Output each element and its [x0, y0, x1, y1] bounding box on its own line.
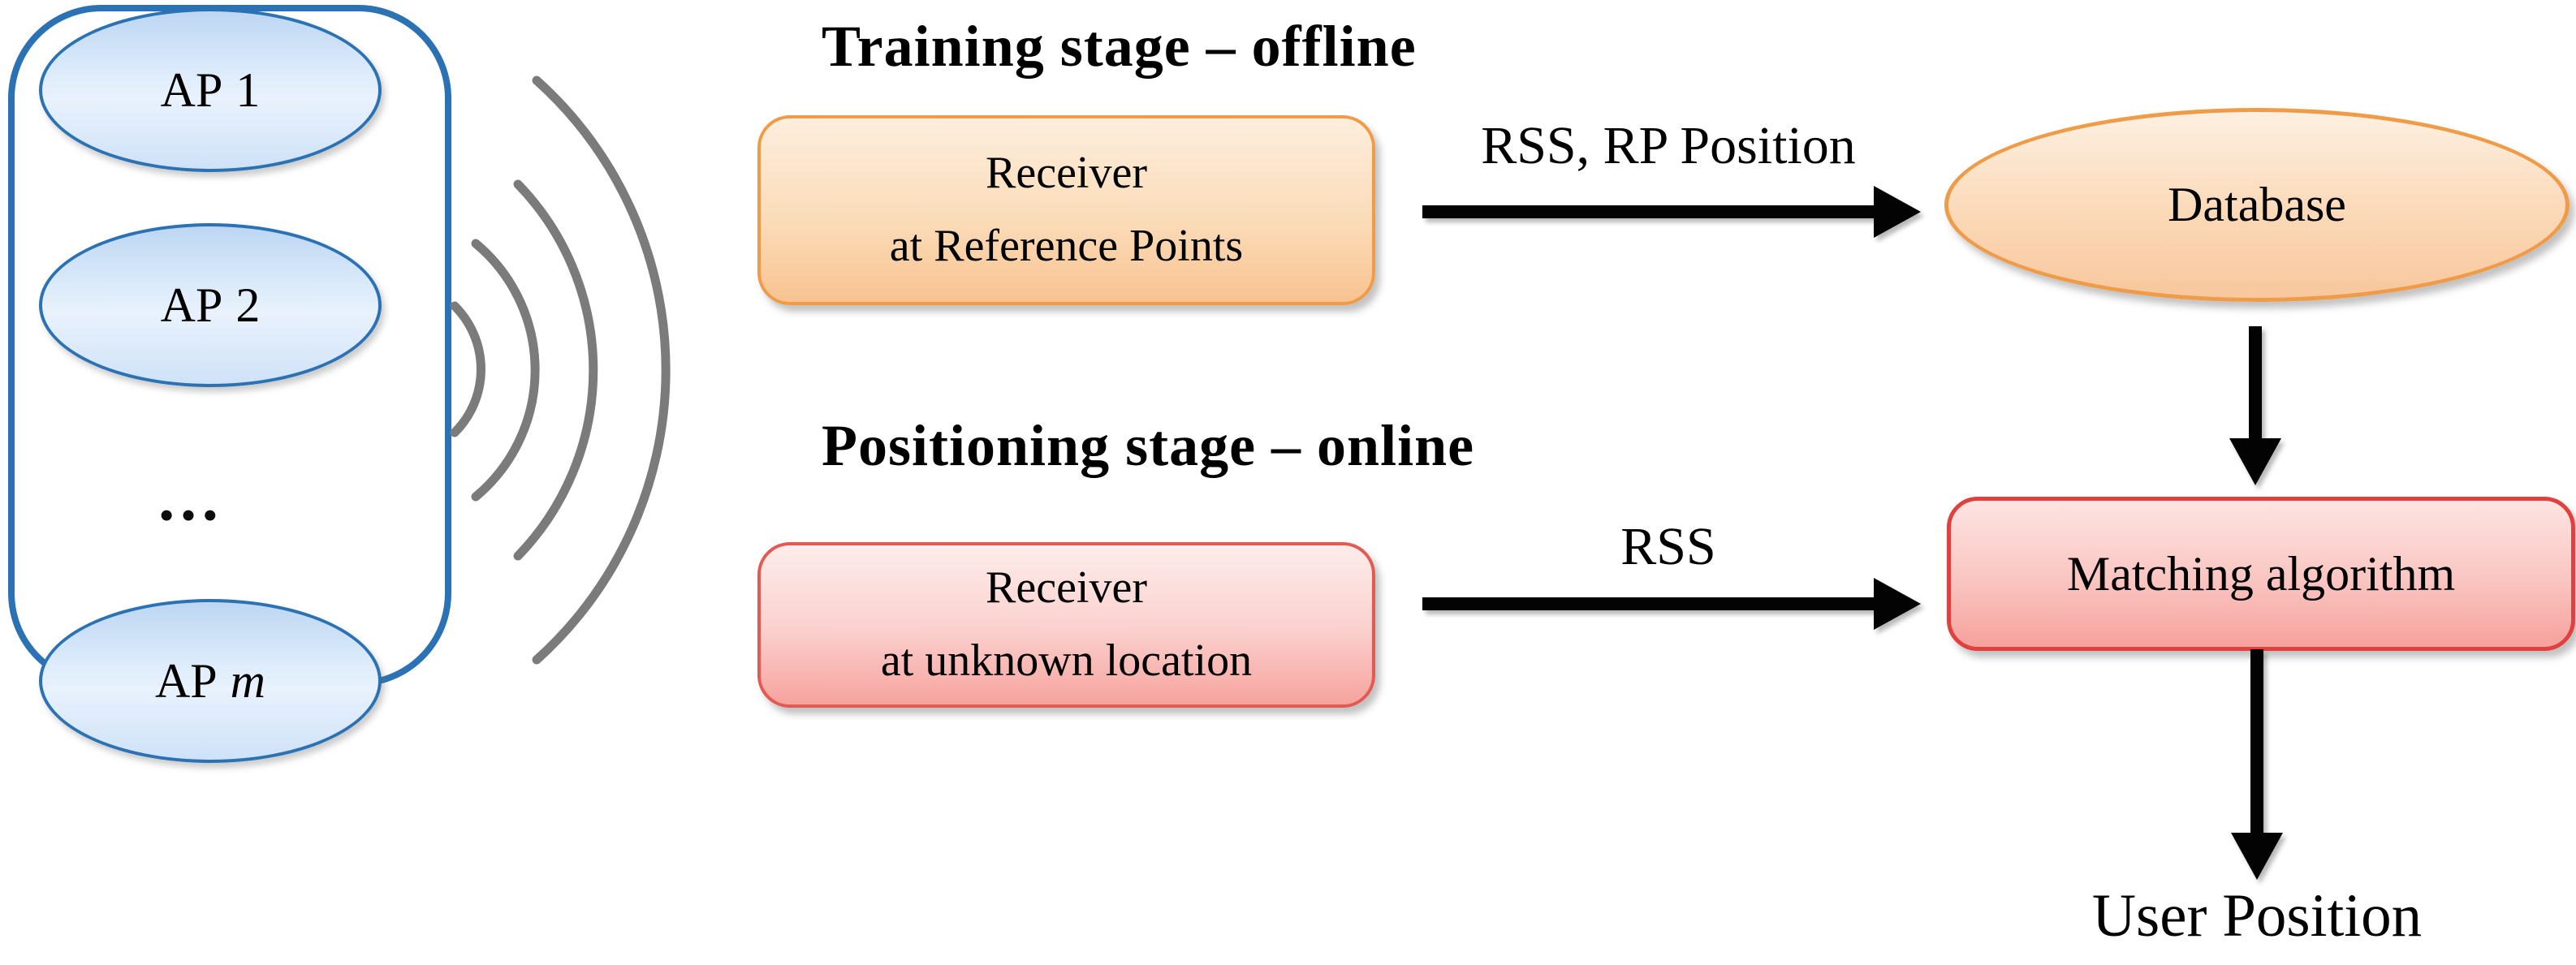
database-label: Database — [2168, 178, 2346, 231]
ap-2-suffix: 2 — [235, 278, 261, 332]
user-position-label: User Position — [2091, 882, 2423, 950]
matching-algorithm-label: Matching algorithm — [2066, 546, 2456, 601]
receiver-reference-points-box: Receiver at Reference Points — [757, 115, 1375, 305]
ap-ellipsis: ••• — [159, 494, 226, 537]
training-stage-heading: Training stage – offline — [822, 14, 1417, 79]
matching-to-user-arrow-head — [2231, 833, 2283, 880]
receiver-unknown-line2: at unknown location — [880, 635, 1253, 686]
ap-1-suffix: 1 — [235, 62, 261, 117]
positioning-stage-heading: Positioning stage – online — [822, 413, 1475, 478]
rss-arrow-shaft — [1422, 597, 1877, 610]
ap-node-1: AP 1 — [39, 8, 382, 172]
matching-to-user-arrow — [2231, 649, 2283, 880]
receiver-reference-line2: at Reference Points — [889, 221, 1244, 271]
receiver-unknown-location-box: Receiver at unknown location — [757, 542, 1375, 708]
rss-label: RSS — [1620, 517, 1716, 576]
database-to-matching-arrow-shaft — [2249, 326, 2262, 440]
database-to-matching-arrow-head — [2229, 438, 2281, 485]
receiver-reference-line1: Receiver — [986, 148, 1147, 199]
rss-rp-arrow — [1422, 186, 1921, 238]
database-node: Database — [1944, 108, 2570, 302]
ap-node-2-label: AP 2 — [161, 278, 261, 334]
rss-rp-arrow-head — [1874, 186, 1921, 238]
matching-to-user-arrow-shaft — [2250, 649, 2263, 834]
ap-m-prefix: AP — [154, 653, 218, 708]
ap-node-m-label: AP m — [155, 653, 265, 709]
receiver-unknown-line1: Receiver — [986, 562, 1147, 614]
rss-arrow — [1422, 578, 1921, 630]
database-to-matching-arrow — [2229, 326, 2281, 485]
ap-node-m: AP m — [39, 599, 382, 763]
rss-rp-arrow-shaft — [1422, 205, 1877, 218]
rss-arrow-head — [1874, 578, 1921, 630]
ap-2-prefix: AP — [160, 278, 223, 332]
ap-node-2: AP 2 — [39, 223, 382, 387]
ap-node-1-label: AP 1 — [161, 62, 261, 118]
rss-rp-position-label: RSS, RP Position — [1481, 116, 1856, 175]
ap-1-prefix: AP — [160, 62, 223, 117]
ap-m-suffix: m — [230, 653, 266, 708]
matching-algorithm-box: Matching algorithm — [1947, 497, 2575, 651]
